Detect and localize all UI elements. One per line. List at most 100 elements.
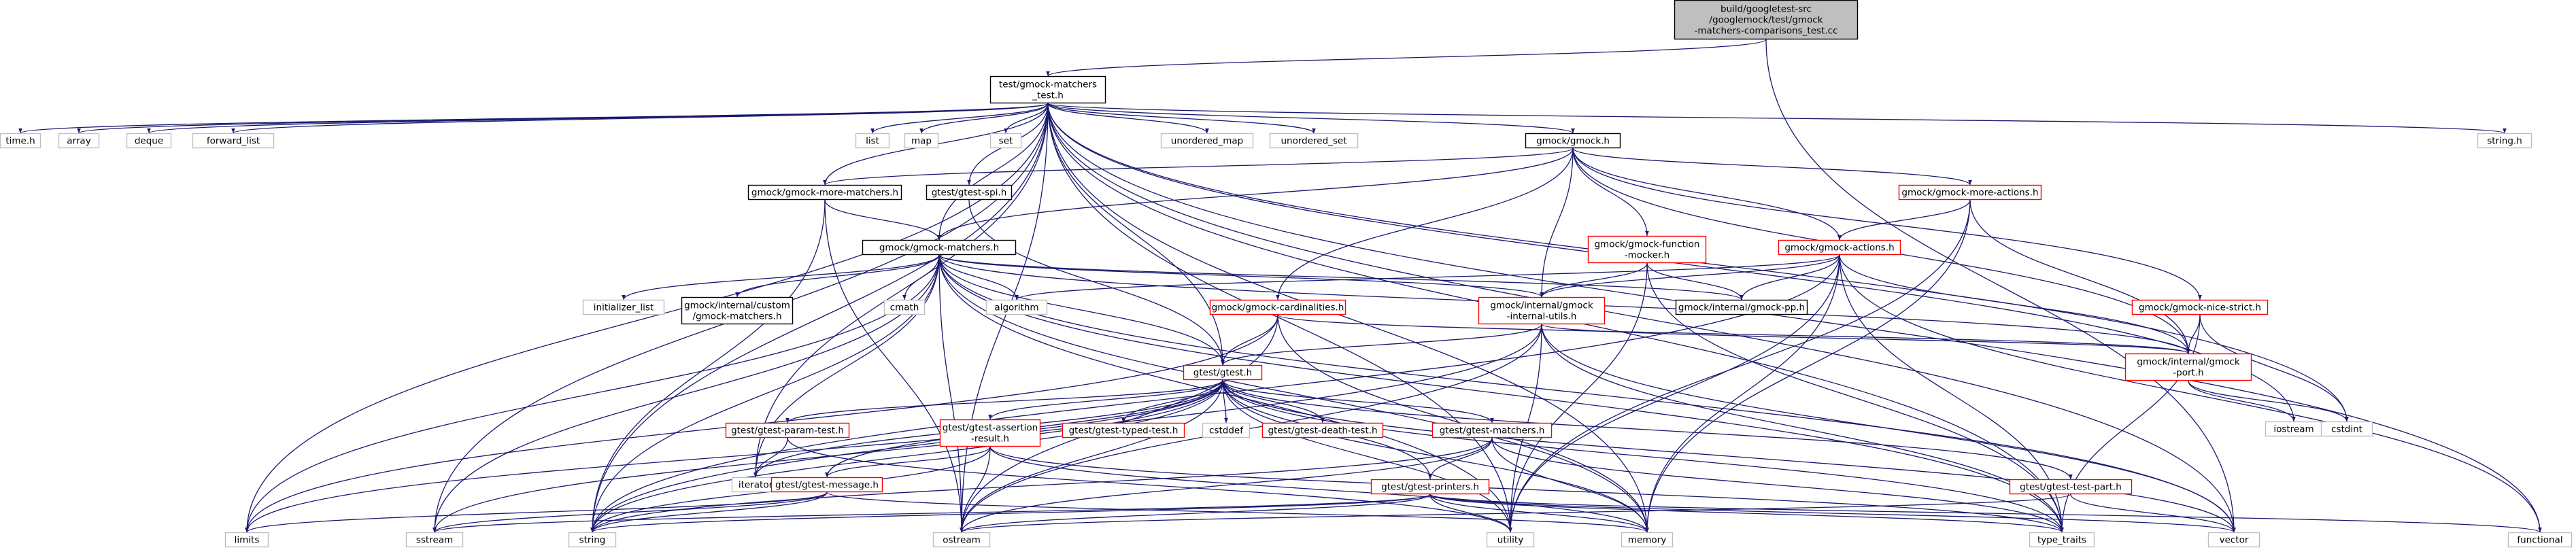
node-tp[interactable]: gtest/gtest-test-part.h bbox=[2009, 479, 2133, 495]
node-label: gtest/gtest-param-test.h bbox=[731, 426, 844, 436]
edge-gmt-to-ostream bbox=[960, 103, 1049, 533]
node-label: iterator bbox=[739, 480, 773, 491]
node-ostream: ostream bbox=[932, 532, 991, 548]
node-ga[interactable]: gmock/gmock-actions.h bbox=[1778, 239, 1901, 256]
node-printers[interactable]: gtest/gtest-printers.h bbox=[1370, 479, 1490, 495]
edge-ga-to-iu bbox=[1540, 254, 1840, 298]
node-label: string bbox=[579, 535, 606, 546]
edge-gtesth-to-dt bbox=[1222, 379, 1325, 424]
node-box bbox=[2009, 479, 2133, 495]
edge-gmockh-to-gm bbox=[937, 148, 1574, 241]
edge-ga-to-port bbox=[1839, 254, 2190, 354]
edge-ma-to-utility bbox=[1508, 199, 1971, 533]
edge-iu-to-port bbox=[1541, 324, 2190, 354]
edge-gtesth-to-tp bbox=[1222, 379, 2073, 480]
node-box bbox=[2320, 421, 2373, 437]
node-gmt[interactable]: test/gmock-matchers_test.h bbox=[989, 75, 1106, 104]
edge-gmockh-to-card bbox=[1276, 148, 1574, 300]
edge-fm-to-utility bbox=[1508, 262, 1648, 533]
node-label: time.h bbox=[5, 136, 35, 147]
node-label: gmock/internal/custom bbox=[684, 300, 790, 311]
node-gtm[interactable]: gtest/gtest-matchers.h bbox=[1431, 422, 1553, 438]
edge-fm-to-pp bbox=[1646, 262, 1744, 300]
edge-ns-to-typetraits bbox=[2060, 314, 2201, 533]
node-label: set bbox=[999, 136, 1013, 147]
node-box bbox=[2131, 299, 2269, 315]
edge-gtesth-to-typetraits bbox=[1222, 379, 2064, 533]
edge-gmockh-to-fm bbox=[1572, 148, 1649, 237]
node-box bbox=[904, 133, 939, 149]
node-gm[interactable]: gmock/gmock-matchers.h bbox=[862, 239, 1017, 256]
node-label: memory bbox=[1628, 535, 1666, 546]
edge-gtm-to-ostream bbox=[960, 437, 1493, 533]
node-pt[interactable]: gtest/gtest-param-test.h bbox=[725, 422, 850, 438]
node-label: gmock/gmock-more-actions.h bbox=[1901, 188, 2038, 199]
node-card[interactable]: gmock/gmock-cardinalities.h bbox=[1209, 299, 1346, 315]
node-root[interactable]: build/googletest-src/googlemock/test/gmo… bbox=[1674, 0, 1859, 40]
edge-iu-to-ostream bbox=[960, 324, 1542, 533]
node-ns[interactable]: gmock/gmock-nice-strict.h bbox=[2131, 299, 2269, 315]
node-spi[interactable]: gtest/gtest-spi.h bbox=[926, 184, 1013, 201]
node-label: gtest/gtest-printers.h bbox=[1381, 482, 1479, 493]
node-label: _test.h bbox=[1032, 90, 1064, 101]
node-box bbox=[2477, 133, 2532, 149]
node-box bbox=[939, 419, 1041, 447]
node-label: -mocker.h bbox=[1625, 250, 1670, 261]
edge-gmockh-to-ns bbox=[1572, 148, 2202, 300]
edge-printers-to-string bbox=[590, 494, 1431, 533]
node-port[interactable]: gmock/internal/gmock-port.h bbox=[2124, 353, 2252, 381]
node-gtesth[interactable]: gtest/gtest.h bbox=[1183, 364, 1263, 381]
node-box bbox=[989, 75, 1106, 104]
node-box bbox=[1183, 364, 1263, 381]
edge-gm-to-utility bbox=[938, 254, 1512, 533]
node-cstdint: cstdint bbox=[2320, 421, 2373, 437]
node-ar[interactable]: gtest/gtest-assertion-result.h bbox=[939, 419, 1041, 447]
edge-msg-to-limits bbox=[245, 491, 828, 533]
node-ilist: initializer_list bbox=[582, 299, 665, 315]
node-label: gmock/gmock-cardinalities.h bbox=[1212, 303, 1344, 313]
edge-gmt-to-vector bbox=[1047, 103, 2236, 533]
node-label: gtest/gtest-matchers.h bbox=[1440, 426, 1545, 436]
edge-gm-to-algo bbox=[938, 254, 1019, 300]
node-fm[interactable]: gmock/gmock-function-mocker.h bbox=[1587, 235, 1707, 264]
edge-printers-to-vector bbox=[1429, 494, 2236, 533]
node-label: gtest/gtest-typed-test.h bbox=[1069, 426, 1179, 436]
node-gmockh[interactable]: gmock/gmock.h bbox=[1525, 133, 1621, 149]
node-label: build/googletest-src bbox=[1721, 4, 1812, 15]
node-box bbox=[1778, 239, 1901, 256]
node-tt[interactable]: gtest/gtest-typed-test.h bbox=[1062, 422, 1185, 438]
node-box bbox=[747, 184, 902, 201]
node-memory: memory bbox=[1621, 532, 1674, 548]
node-box bbox=[1269, 133, 1359, 149]
node-box bbox=[1898, 184, 2042, 201]
edge-gtm-to-memory bbox=[1491, 437, 1649, 533]
node-label: gmock/gmock.h bbox=[1536, 136, 1610, 147]
node-limits: limits bbox=[224, 532, 269, 548]
node-box bbox=[2029, 532, 2095, 548]
node-label: algorithm bbox=[994, 303, 1038, 313]
node-ma[interactable]: gmock/gmock-more-actions.h bbox=[1898, 184, 2042, 201]
node-box bbox=[862, 239, 1017, 256]
edge-gtesth-to-string bbox=[590, 379, 1223, 533]
node-dt[interactable]: gtest/gtest-death-test.h bbox=[1261, 422, 1384, 438]
node-label: vector bbox=[2220, 535, 2249, 546]
node-box bbox=[1674, 0, 1859, 40]
node-label: gmock/internal/gmock bbox=[2137, 357, 2240, 368]
node-mm[interactable]: gmock/gmock-more-matchers.h bbox=[747, 184, 902, 201]
edge-ma-to-port bbox=[1969, 199, 2190, 354]
node-box bbox=[1062, 422, 1185, 438]
edge-root-to-gmt bbox=[1046, 39, 1767, 77]
edge-gmt-to-memory bbox=[1047, 103, 1649, 533]
node-timeh: time.h bbox=[0, 133, 41, 149]
node-msg[interactable]: gtest/gtest-message.h bbox=[770, 477, 883, 493]
edge-ga-to-memory bbox=[1645, 254, 1840, 533]
node-iu[interactable]: gmock/internal/gmock-internal-utils.h bbox=[1478, 296, 1606, 325]
edge-gm-to-typetraits bbox=[938, 254, 2064, 533]
edge-gmt-to-umap bbox=[1047, 103, 1209, 134]
node-pp[interactable]: gmock/internal/gmock-pp.h bbox=[1675, 299, 1808, 315]
node-map: map bbox=[904, 133, 939, 149]
node-custom[interactable]: gmock/internal/custom/gmock-matchers.h bbox=[681, 296, 794, 325]
edge-gmockh-to-mm bbox=[823, 148, 1574, 186]
edge-gmt-to-uset bbox=[1047, 103, 1316, 134]
edge-gtesth-to-gtm bbox=[1222, 379, 1494, 424]
